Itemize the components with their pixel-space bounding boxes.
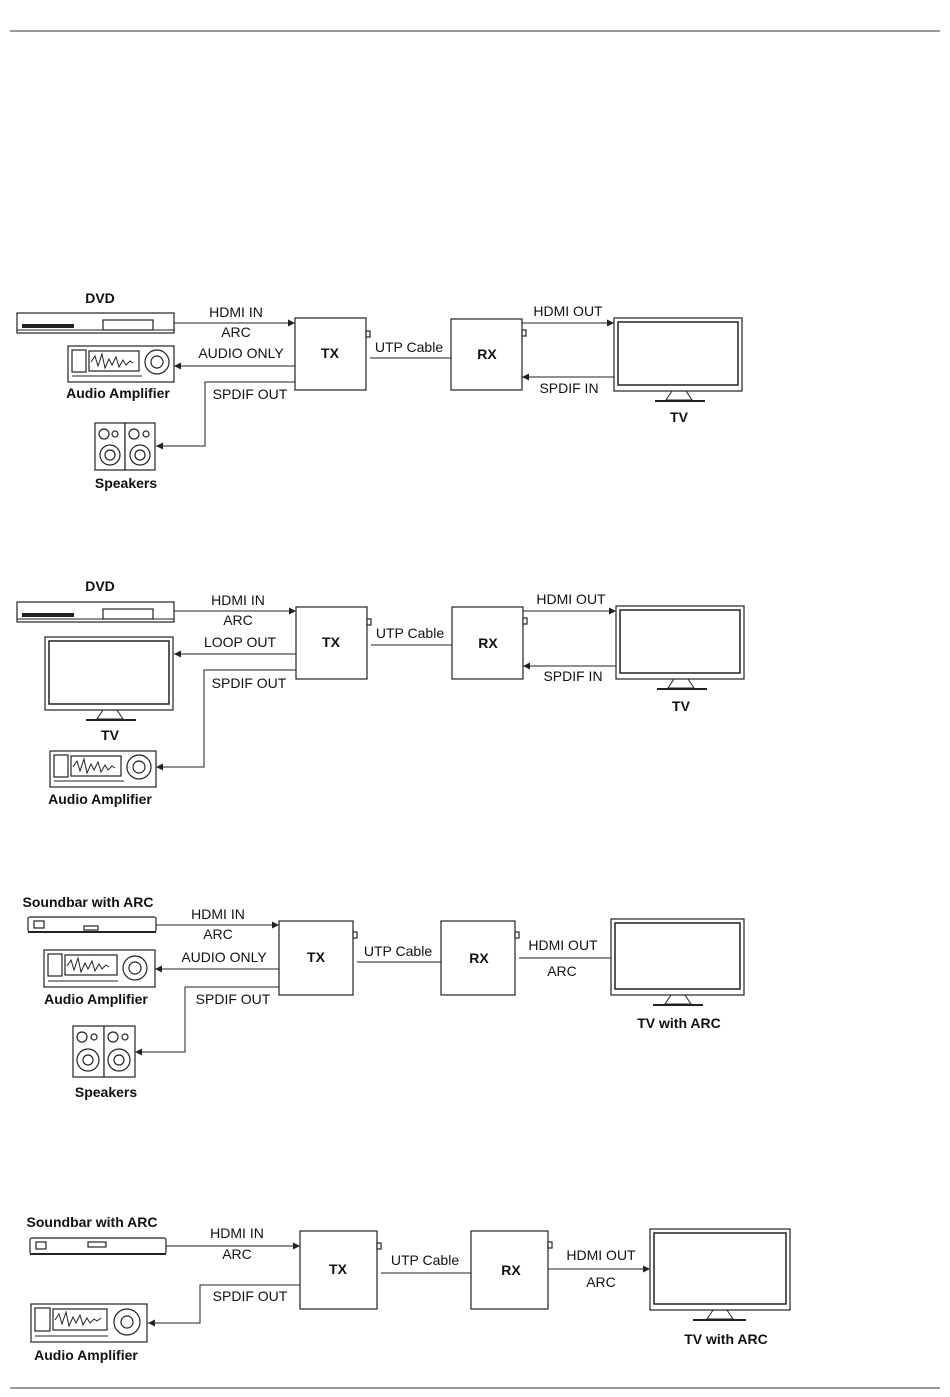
audio-amplifier-icon: [43, 949, 156, 988]
hdmi-out-label: HDMI OUT: [536, 591, 606, 607]
dvd-player-icon: [16, 601, 175, 623]
rx-box: [470, 1230, 549, 1310]
tv-icon: [615, 605, 745, 690]
speakers-icon: [72, 1025, 136, 1078]
hdmi-in-label: HDMI IN: [211, 592, 265, 608]
tx-label: TX: [321, 345, 340, 361]
hdmi-out-label: HDMI OUT: [533, 303, 603, 319]
diagram-1: DVD Audio Amplifier Speakers: [16, 290, 743, 491]
audio-amplifier-icon: [49, 750, 157, 788]
loop-out-label: LOOP OUT: [204, 634, 277, 650]
audio-amplifier-label: Audio Amplifier: [48, 791, 152, 807]
dvd-player-icon: [16, 312, 175, 334]
tv-label: TV: [672, 698, 691, 714]
hdmi-in-label: HDMI IN: [210, 1225, 264, 1241]
utp-cable-label: UTP Cable: [391, 1252, 459, 1268]
spdif-out-label: SPDIF OUT: [213, 386, 288, 402]
soundbar-icon: [29, 1237, 167, 1255]
rx-label: RX: [478, 635, 498, 651]
audio-amplifier-icon: [67, 345, 175, 383]
audio-only-label: AUDIO ONLY: [181, 949, 267, 965]
tx-box: [294, 317, 367, 391]
spdif-out-label: SPDIF OUT: [213, 1288, 288, 1304]
arc-label: ARC: [203, 926, 233, 942]
speakers-icon: [94, 422, 156, 471]
tx-box: [299, 1230, 378, 1310]
speakers-label: Speakers: [95, 475, 157, 491]
arc-label: ARC: [222, 1246, 252, 1262]
hdmi-out-label: HDMI OUT: [566, 1247, 636, 1263]
soundbar-label: Soundbar with ARC: [23, 894, 154, 910]
utp-cable-label: UTP Cable: [375, 339, 443, 355]
audio-amplifier-label: Audio Amplifier: [66, 385, 170, 401]
soundbar-label: Soundbar with ARC: [27, 1214, 158, 1230]
arc-out-label: ARC: [547, 963, 577, 979]
rx-label: RX: [477, 346, 497, 362]
audio-amplifier-icon: [30, 1303, 148, 1343]
rx-label: RX: [469, 950, 489, 966]
arc-label: ARC: [221, 324, 251, 340]
soundbar-icon: [27, 916, 157, 933]
rx-label: RX: [501, 1262, 521, 1278]
spdif-out-label: SPDIF OUT: [212, 675, 287, 691]
spdif-in-label: SPDIF IN: [543, 668, 602, 684]
diagram-2: DVD TV Audio Amplifier TX RX: [16, 578, 745, 807]
arc-label: ARC: [223, 612, 253, 628]
audio-amplifier-label: Audio Amplifier: [34, 1347, 138, 1363]
dvd-label: DVD: [85, 290, 115, 306]
speakers-label: Speakers: [75, 1084, 137, 1100]
tx-box: [278, 920, 354, 996]
diagram-4: Soundbar with ARC Audio Amplifier TX RX …: [27, 1214, 791, 1363]
utp-cable-label: UTP Cable: [364, 943, 432, 959]
spdif-in-label: SPDIF IN: [539, 380, 598, 396]
audio-only-label: AUDIO ONLY: [198, 345, 284, 361]
tv-label: TV with ARC: [684, 1331, 767, 1347]
hdmi-in-label: HDMI IN: [191, 906, 245, 922]
rx-box: [440, 920, 516, 996]
spdif-out-label: SPDIF OUT: [196, 991, 271, 1007]
diagram-3: Soundbar with ARC Audio Amplifier Speake…: [23, 894, 745, 1100]
tv-icon: [613, 317, 743, 402]
tv-left-label: TV: [101, 727, 120, 743]
hdmi-in-label: HDMI IN: [209, 304, 263, 320]
tx-box: [295, 606, 368, 680]
tx-label: TX: [329, 1261, 348, 1277]
hdmi-out-label: HDMI OUT: [528, 937, 598, 953]
tx-label: TX: [307, 949, 326, 965]
tv-label: TV with ARC: [637, 1015, 720, 1031]
tv-icon: [610, 918, 745, 1006]
rx-box: [451, 606, 524, 680]
audio-amplifier-label: Audio Amplifier: [44, 991, 148, 1007]
tx-label: TX: [322, 634, 341, 650]
tv-icon: [44, 636, 174, 721]
arc-out-label: ARC: [586, 1274, 616, 1290]
rx-box: [450, 318, 523, 391]
tv-label: TV: [670, 409, 689, 425]
dvd-label: DVD: [85, 578, 115, 594]
tv-icon: [649, 1228, 791, 1321]
utp-cable-label: UTP Cable: [376, 625, 444, 641]
